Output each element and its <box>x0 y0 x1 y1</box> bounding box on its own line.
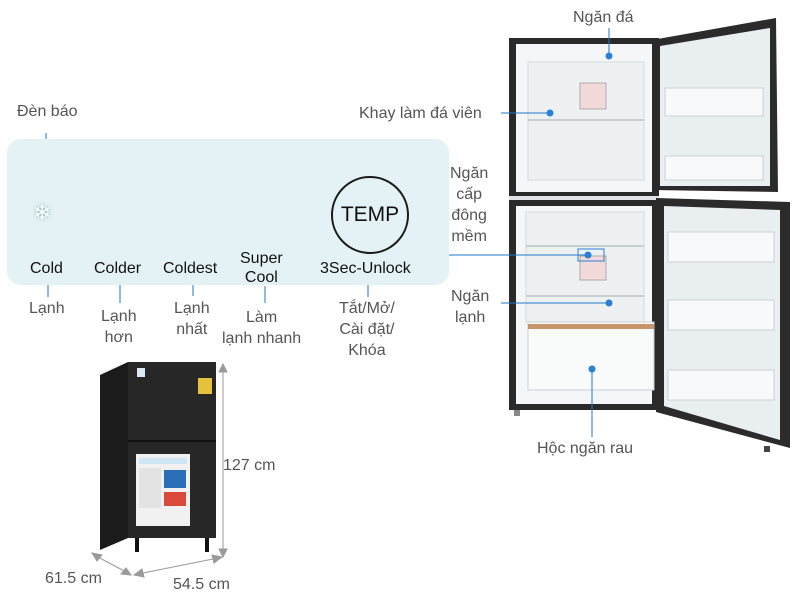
ice-tray-label: Khay làm đá viên <box>359 105 482 122</box>
indicator-light-label: Đèn báo <box>17 103 78 120</box>
cool-compartment-label: Ngăn lạnh <box>451 288 490 326</box>
unlock-button[interactable]: 3Sec-Unlock <box>320 260 411 277</box>
unlock-label: Tắt/Mở/ Cài đặt/ Khóa <box>339 300 395 359</box>
soft-freeze-marker-box <box>577 248 605 262</box>
super-cool-button[interactable]: Super Cool <box>240 250 283 286</box>
dimension-lines <box>90 362 228 578</box>
temp-button[interactable]: TEMP <box>331 176 409 254</box>
soft-freeze-label: Ngăn cấp đông mềm <box>450 165 489 245</box>
part-markers <box>546 52 613 373</box>
snowflake-icon: ❄ <box>33 200 52 225</box>
cold-button[interactable]: Cold <box>30 260 63 277</box>
cold-label: Lạnh <box>29 300 65 317</box>
depth-dimension: 61.5 cm <box>45 570 102 587</box>
ice-compartment-label: Ngăn đá <box>573 9 634 26</box>
coldest-button[interactable]: Coldest <box>163 260 218 277</box>
super-cool-label: Làm lạnh nhanh <box>222 309 302 347</box>
vegetable-drawer-label: Hộc ngăn rau <box>537 440 634 457</box>
closed-fridge-illustration <box>100 362 216 552</box>
colder-label: Lạnh hơn <box>101 308 137 346</box>
open-fridge-illustration <box>509 18 790 452</box>
width-dimension: 54.5 cm <box>173 576 230 593</box>
colder-button[interactable]: Colder <box>94 260 142 277</box>
coldest-label: Lạnh nhất <box>174 300 210 338</box>
height-dimension: 127 cm <box>223 457 276 474</box>
leader-lines <box>449 28 610 437</box>
